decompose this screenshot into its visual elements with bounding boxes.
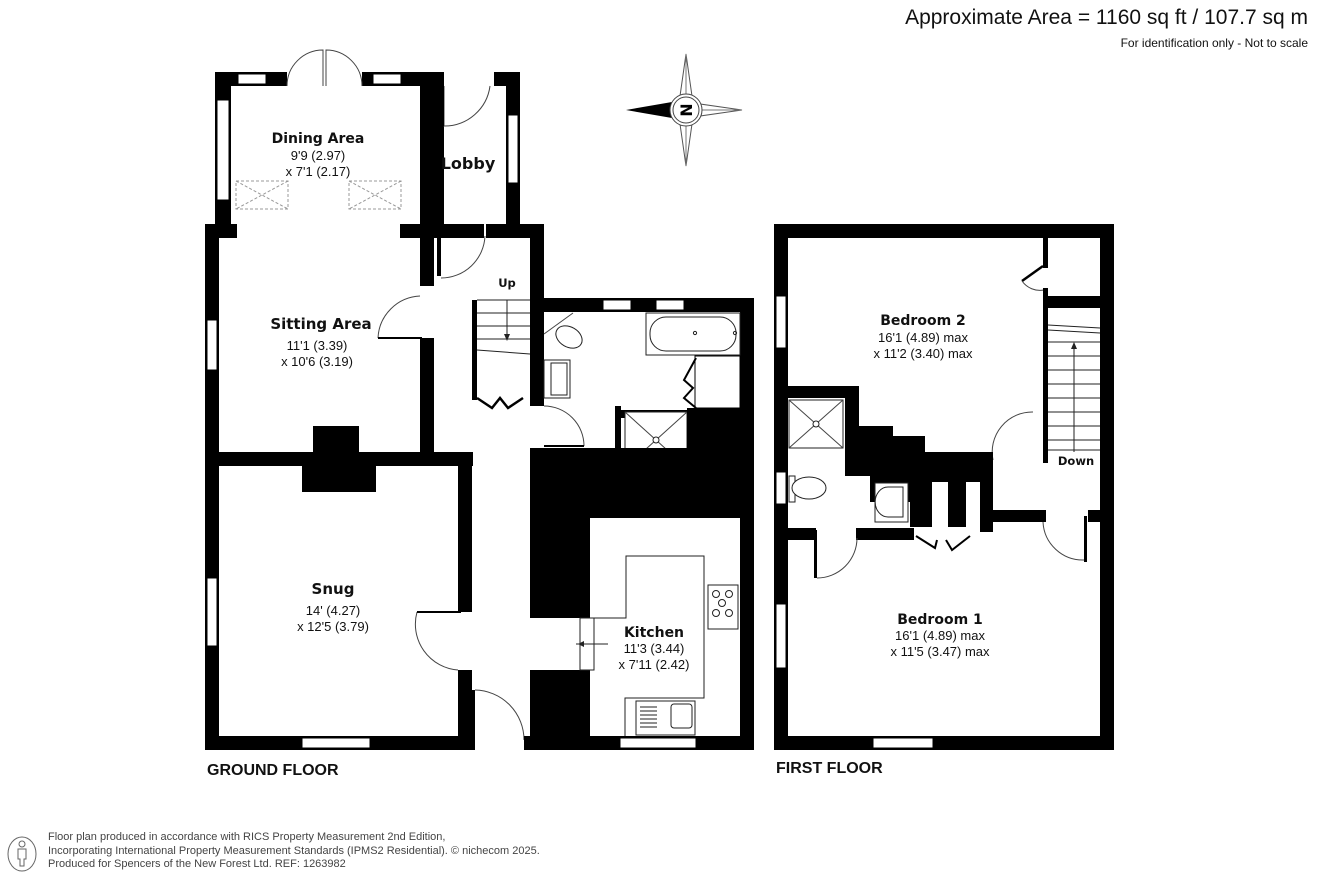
room-dim-dining-area-2: x 7'1 (2.17): [285, 164, 351, 179]
room-name-bedroom-2: Bedroom 2: [880, 313, 966, 329]
ground-floor-plan: [205, 49, 754, 750]
room-dim-snug-1: 14' (4.27): [305, 603, 361, 618]
room-dim-sitting-area-2: x 10'6 (3.19): [281, 354, 353, 369]
room-name-lobby: Lobby: [440, 154, 496, 173]
room-dim-bedroom-1-1: 16'1 (4.89) max: [895, 628, 985, 643]
room-name-snug: Snug: [311, 580, 355, 598]
compass-rose-icon: N: [626, 53, 743, 167]
first-floor-plan: [774, 224, 1114, 750]
stairs-down-label: Down: [1057, 454, 1095, 468]
ground-floor-label: GROUND FLOOR: [207, 762, 339, 779]
footer-line-1: Floor plan produced in accordance with R…: [48, 831, 446, 843]
room-dim-kitchen-2: x 7'11 (2.42): [618, 657, 690, 672]
room-dim-sitting-area-1: 11'1 (3.39): [286, 338, 348, 353]
first-floor-label: FIRST FLOOR: [776, 760, 883, 777]
room-dim-bedroom-2-1: 16'1 (4.89) max: [878, 330, 968, 345]
room-dim-snug-2: x 12'5 (3.79): [297, 619, 369, 634]
room-name-kitchen: Kitchen: [623, 625, 685, 641]
room-dim-dining-area-1: 9'9 (2.97): [290, 148, 346, 163]
room-name-sitting-area: Sitting Area: [270, 315, 372, 333]
footer-line-3: Produced for Spencers of the New Forest …: [48, 858, 346, 870]
room-name-dining-area: Dining Area: [271, 131, 365, 147]
room-dim-bedroom-2-2: x 11'2 (3.40) max: [873, 346, 973, 361]
footer-line-2: Incorporating International Property Mea…: [48, 844, 540, 857]
footer-credits: Floor plan produced in accordance with R…: [48, 831, 540, 872]
stairs-up-label: Up: [498, 276, 516, 290]
room-dim-bedroom-1-2: x 11'5 (3.47) max: [890, 644, 990, 659]
room-name-bedroom-1: Bedroom 1: [897, 612, 983, 628]
disclaimer-note: For identification only - Not to scale: [1120, 36, 1308, 50]
person-info-icon: [7, 836, 37, 872]
approximate-area-heading: Approximate Area = 1160 sq ft / 107.7 sq…: [905, 6, 1308, 29]
svg-text:N: N: [677, 103, 696, 116]
room-dim-kitchen-1: 11'3 (3.44): [623, 641, 685, 656]
